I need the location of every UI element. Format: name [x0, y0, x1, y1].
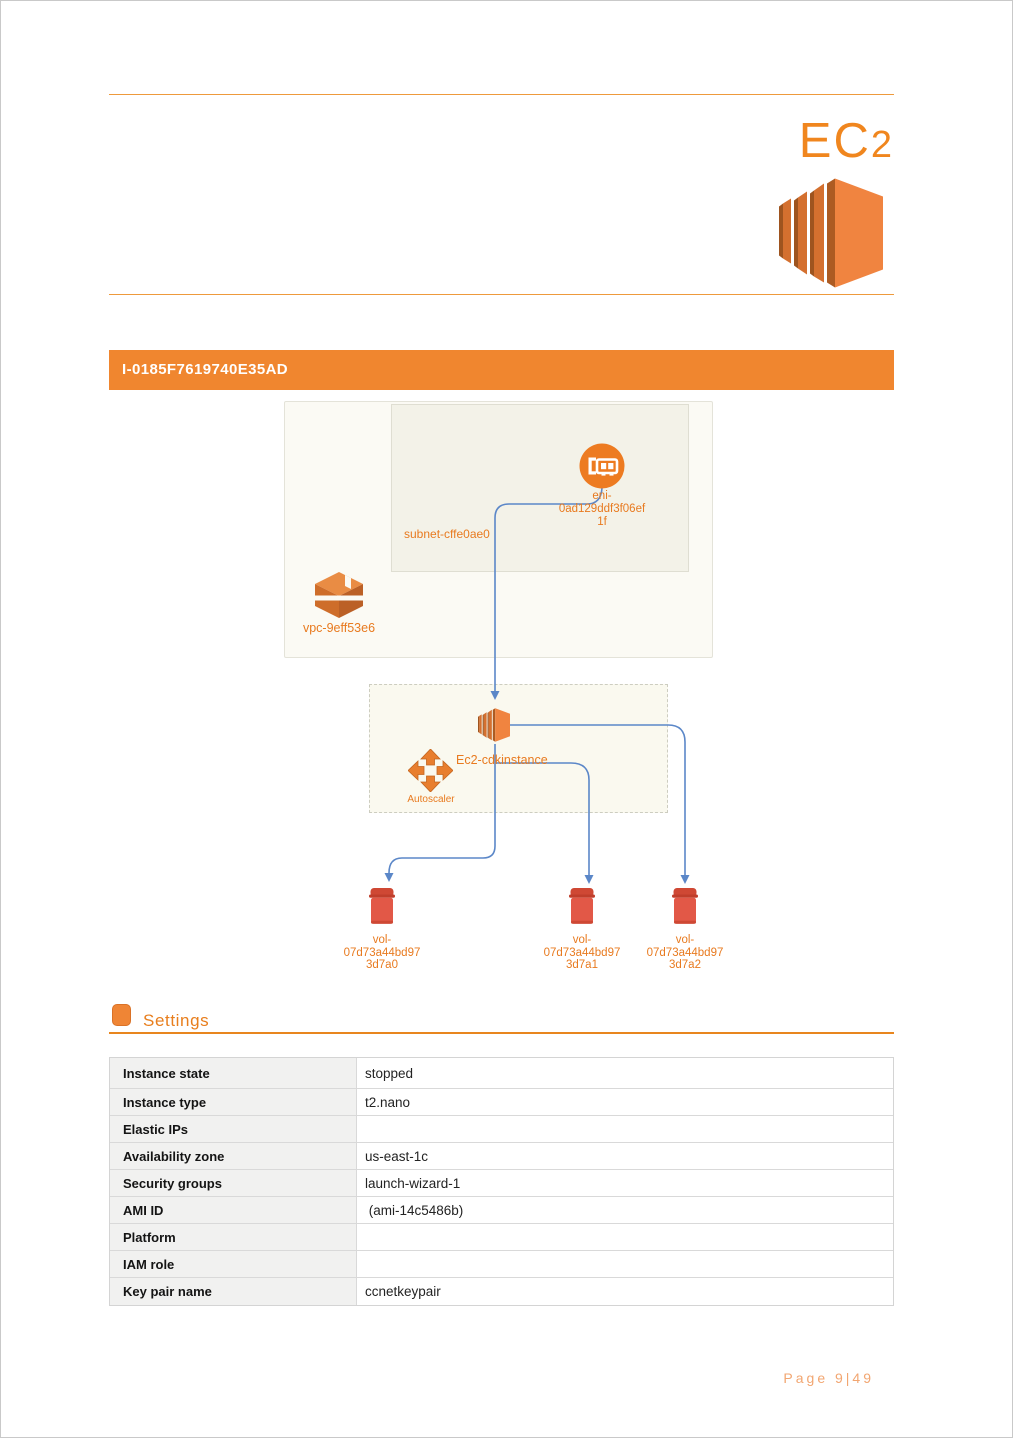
autoscaler-label: Autoscaler	[407, 794, 455, 805]
row-value: ccnetkeypair	[357, 1278, 893, 1305]
subnet-container	[391, 404, 689, 572]
volume-icon	[569, 888, 595, 924]
table-row: AMI ID (ami-14c5486b)	[110, 1197, 893, 1224]
vpc-label: vpc-9eff53e6	[302, 621, 376, 635]
page-title: EC2	[594, 117, 894, 166]
header-top-rule	[109, 94, 894, 95]
service-name: EC	[798, 114, 871, 168]
settings-underline	[109, 1032, 894, 1034]
subnet-label: subnet-cffe0ae0	[404, 527, 490, 541]
row-value: stopped	[357, 1058, 893, 1088]
instance-label: Ec2-cdkinstance	[456, 753, 548, 767]
ec2-instance-icon	[478, 708, 510, 742]
vpc-icon	[314, 572, 364, 618]
table-row: Platform	[110, 1224, 893, 1251]
row-value	[357, 1116, 893, 1142]
row-value: us-east-1c	[357, 1143, 893, 1169]
row-value	[357, 1251, 893, 1277]
table-row: IAM role	[110, 1251, 893, 1278]
volume-icon	[672, 888, 698, 924]
row-label: Security groups	[110, 1170, 357, 1196]
table-row: Availability zone us-east-1c	[110, 1143, 893, 1170]
page-number: Page 9|49	[783, 1370, 874, 1386]
row-label: Availability zone	[110, 1143, 357, 1169]
volume-label: vol- 07d73a44bd97 3d7a2	[646, 934, 724, 971]
row-value	[357, 1224, 893, 1250]
table-row: Instance state stopped	[110, 1058, 893, 1089]
volume-icon	[369, 888, 395, 924]
eni-label: eni- 0ad129ddf3f06ef 1f	[558, 490, 646, 528]
settings-table: Instance state stopped Instance type t2.…	[109, 1057, 894, 1306]
row-label: AMI ID	[110, 1197, 357, 1223]
table-row: Instance type t2.nano	[110, 1089, 893, 1116]
row-label: Instance type	[110, 1089, 357, 1115]
row-value: t2.nano	[357, 1089, 893, 1115]
autoscaler-icon	[408, 749, 453, 792]
row-label: Instance state	[110, 1058, 357, 1088]
table-row: Security groups launch-wizard-1	[110, 1170, 893, 1197]
table-row: Elastic IPs	[110, 1116, 893, 1143]
settings-heading: Settings	[143, 1011, 210, 1030]
row-label: IAM role	[110, 1251, 357, 1277]
ec2-service-icon	[779, 178, 883, 288]
row-label: Key pair name	[110, 1278, 357, 1305]
volume-label: vol- 07d73a44bd97 3d7a0	[343, 934, 421, 971]
instance-id-banner: I-0185F7619740E35AD	[109, 350, 894, 390]
settings-bullet-icon	[112, 1004, 131, 1026]
row-label: Platform	[110, 1224, 357, 1250]
service-name-suffix: 2	[870, 124, 894, 166]
header-bottom-rule	[109, 294, 894, 295]
eni-icon	[579, 443, 625, 489]
volume-label: vol- 07d73a44bd97 3d7a1	[543, 934, 621, 971]
row-value: launch-wizard-1	[357, 1170, 893, 1196]
row-label: Elastic IPs	[110, 1116, 357, 1142]
row-value: (ami-14c5486b)	[357, 1197, 893, 1223]
table-row: Key pair name ccnetkeypair	[110, 1278, 893, 1305]
